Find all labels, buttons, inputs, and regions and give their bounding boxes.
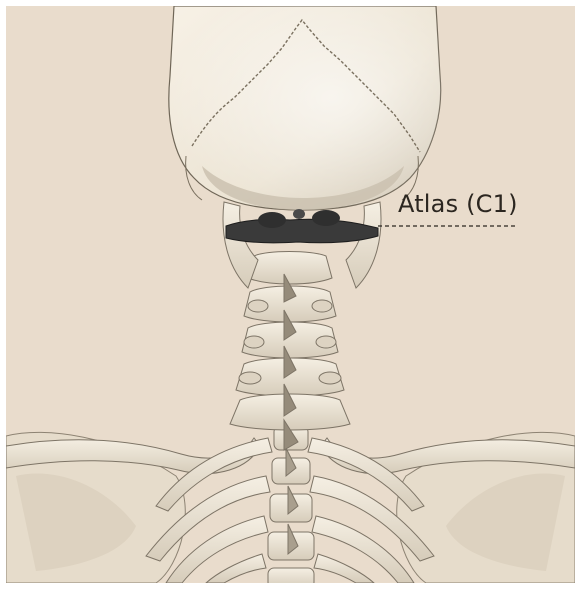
anatomy-illustration (6, 6, 575, 583)
atlas-label: Atlas (C1) (398, 190, 518, 218)
skull-illustration (169, 6, 441, 210)
skeleton-svg (6, 6, 575, 583)
